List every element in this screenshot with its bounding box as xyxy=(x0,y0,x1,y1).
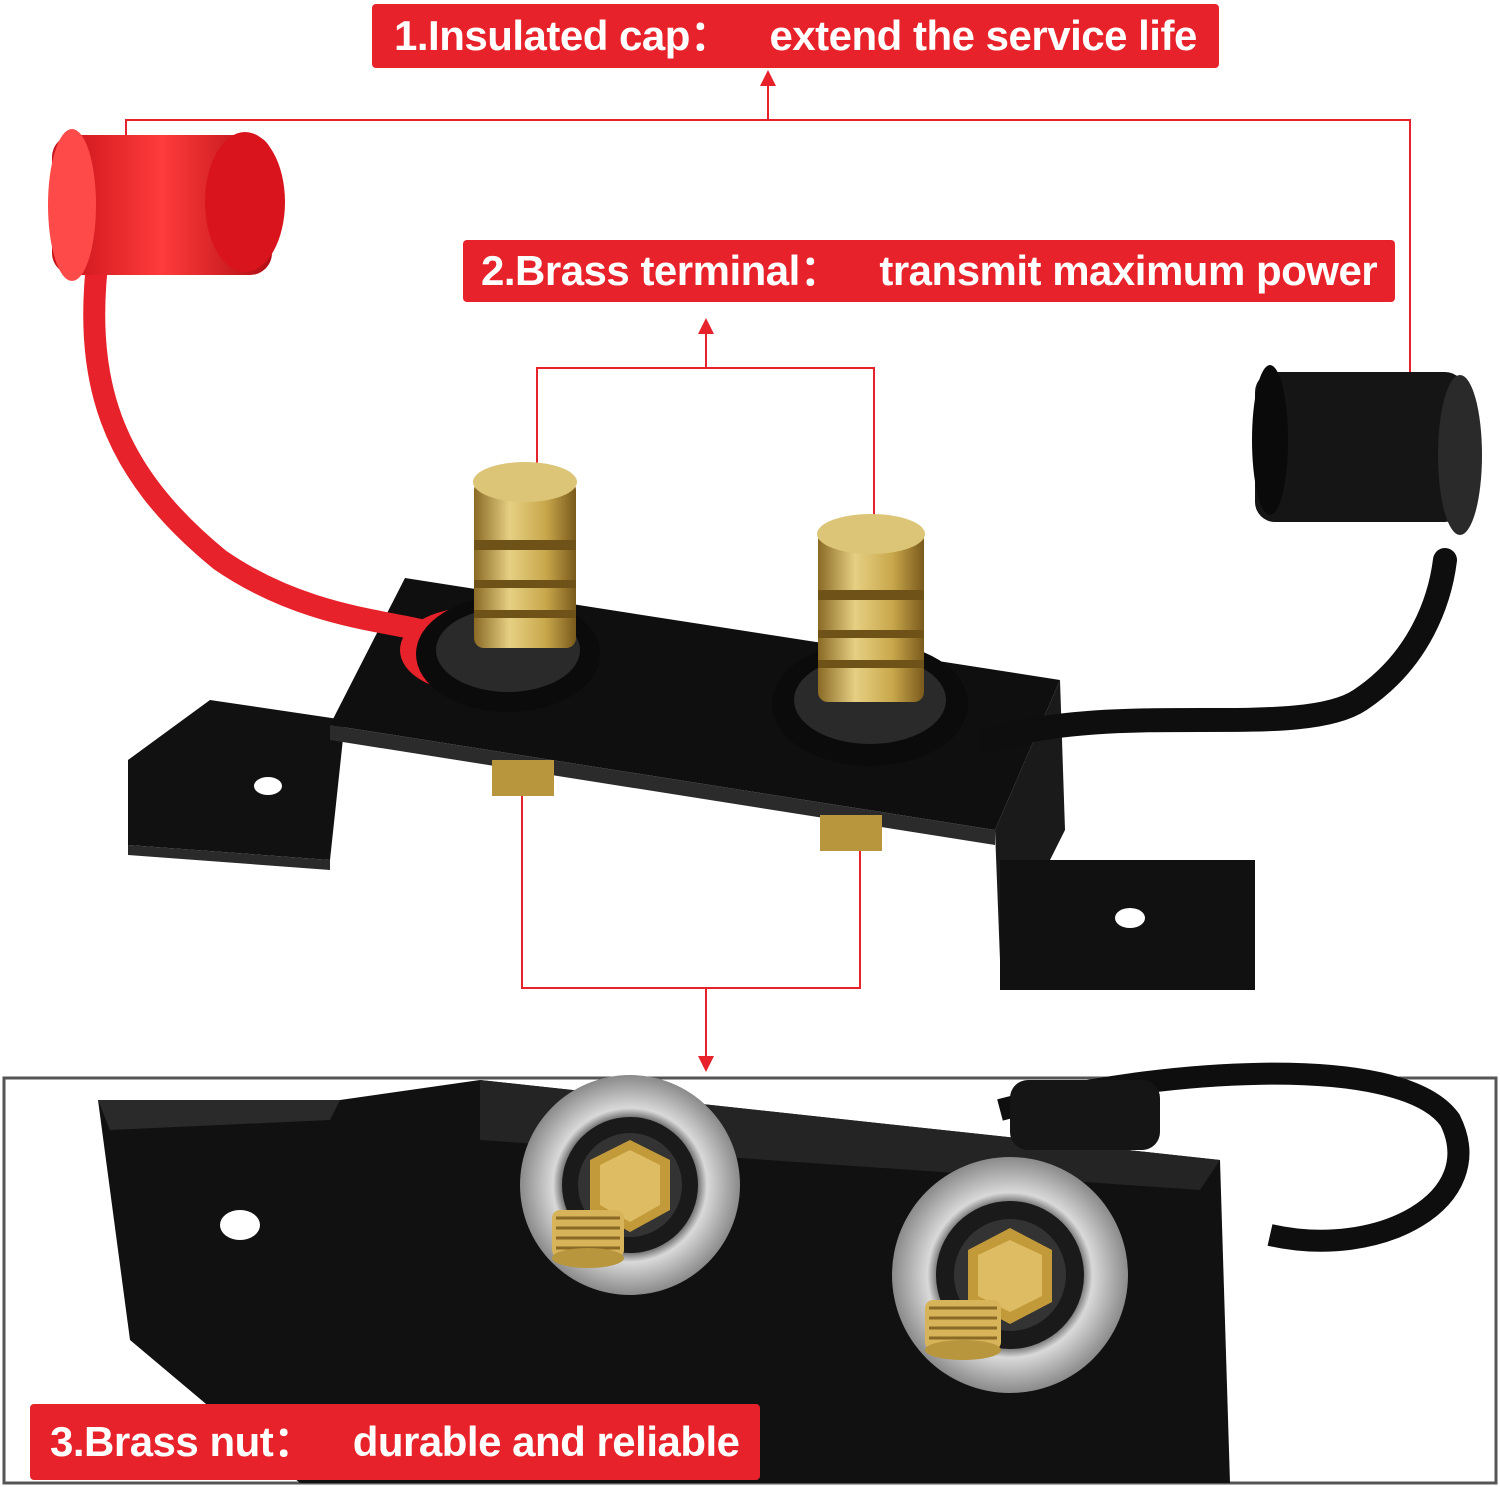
brass-terminal xyxy=(416,462,600,712)
arrow-down-icon xyxy=(698,1056,714,1072)
brass-nut xyxy=(492,760,554,796)
callout-text: durable and reliable xyxy=(352,1418,740,1465)
arrow-up-icon xyxy=(698,70,776,334)
callout-title: 3.Brass nut： xyxy=(50,1418,315,1465)
bracket-top xyxy=(128,578,1255,990)
callout-text: transmit maximum power xyxy=(879,247,1378,294)
brass-nut xyxy=(520,1075,740,1295)
brass-terminal xyxy=(772,514,968,766)
callout-text: extend the service life xyxy=(769,12,1197,59)
callout-title: 2.Brass terminal： xyxy=(481,247,842,294)
callout-title: 1.Insulated cap： xyxy=(394,12,732,59)
brass-nut xyxy=(892,1157,1128,1393)
black-insulated-cap xyxy=(978,365,1482,752)
brass-nut xyxy=(820,815,882,851)
mount-hole xyxy=(220,1210,260,1240)
mount-hole xyxy=(1115,908,1145,928)
mount-hole xyxy=(254,777,282,795)
callout-brass-nut: 3.Brass nut： durable and reliable xyxy=(30,1404,760,1480)
callout-brass-terminal: 2.Brass terminal： transmit maximum power xyxy=(463,240,1396,302)
callout-insulated-cap: 1.Insulated cap： extend the service life xyxy=(372,4,1219,68)
callout-lines xyxy=(125,74,1411,1064)
